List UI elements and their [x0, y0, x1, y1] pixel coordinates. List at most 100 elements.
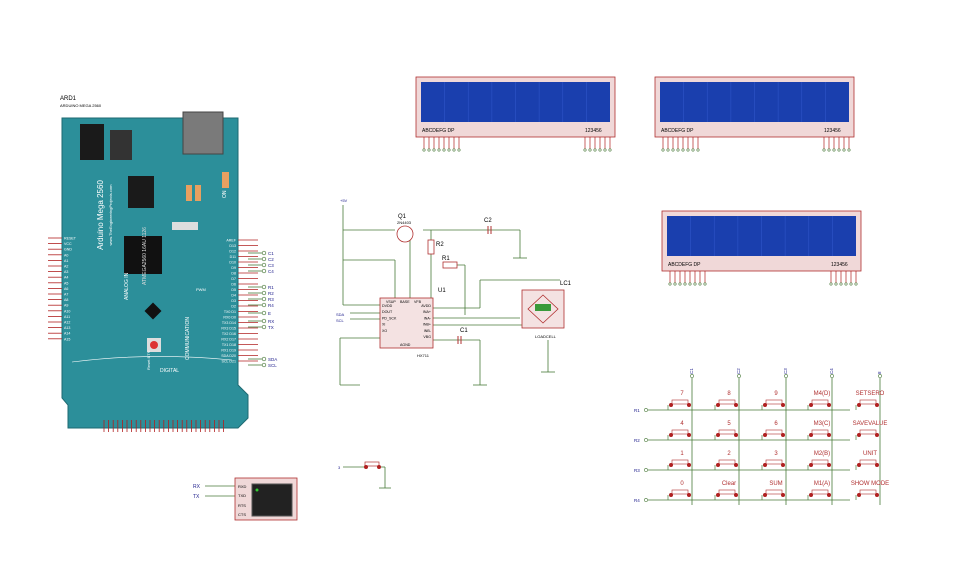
key-contact: [734, 463, 738, 467]
key-body: [671, 489, 689, 495]
key-body: [718, 399, 736, 405]
digital-label: DIGITAL: [160, 368, 179, 374]
net-terminal: [261, 310, 267, 316]
col-terminal: [690, 374, 694, 378]
hx711-left-pin: XO: [382, 329, 387, 333]
power-label: +5V: [340, 198, 348, 203]
r1-ref: R1: [442, 256, 450, 262]
arduino-left-pin-label: A13: [64, 326, 70, 330]
arduino-net-label: C1: [268, 251, 274, 256]
push-switch[interactable]: 3: [338, 461, 391, 489]
keypad-row-label: R1: [634, 408, 640, 413]
arduino-left-pin-label: A8: [64, 298, 68, 302]
lcd-digit-terminal: [603, 148, 607, 152]
lcd-pin-terminal: [661, 148, 665, 152]
keypad-key[interactable]: 3: [761, 451, 785, 470]
lcd-digit-label: 123456: [831, 262, 848, 268]
keypad-key[interactable]: SUM: [761, 481, 785, 500]
keypad-key[interactable]: Clear: [714, 481, 738, 500]
key-label: 4: [680, 421, 684, 427]
arduino-net-label: E: [268, 311, 271, 316]
arduino-net-label: C4: [268, 269, 274, 274]
keypad-key[interactable]: UNIT: [855, 451, 879, 470]
keypad-key[interactable]: SHOW MODE: [851, 481, 889, 500]
lcd-digit-terminal: [842, 148, 846, 152]
key-label: M4(D): [814, 391, 831, 397]
keypad-key[interactable]: 7: [667, 391, 691, 410]
key-contact: [669, 493, 673, 497]
keypad-key[interactable]: 1: [667, 451, 691, 470]
virtual-terminal[interactable]: RX TX RXD TXD RTS CTS: [193, 477, 298, 521]
col-terminal: [878, 374, 882, 378]
lcd-digit-terminal: [822, 148, 826, 152]
key-contact: [809, 433, 813, 437]
key-body: [765, 429, 783, 435]
keypad-key[interactable]: SETSERO: [855, 391, 885, 410]
row-terminal: [644, 498, 648, 502]
key-body: [859, 489, 877, 495]
keypad-row-label: R3: [634, 468, 640, 473]
arduino-left-pin-label: A6: [64, 287, 68, 291]
lcd-pin-terminal: [681, 148, 685, 152]
row-terminal: [644, 438, 648, 442]
keypad-key[interactable]: SAVEVALUE: [853, 421, 888, 440]
keypad-key[interactable]: M3(C): [807, 421, 831, 440]
row-terminal: [644, 468, 648, 472]
hx711-right-pin: VBG: [423, 335, 431, 339]
keypad-key[interactable]: 5: [714, 421, 738, 440]
keypad-key[interactable]: 6: [761, 421, 785, 440]
hx711-right-pin: AVDD: [421, 304, 431, 308]
keypad-key[interactable]: 9: [761, 391, 785, 410]
key-contact: [716, 493, 720, 497]
key-contact: [827, 403, 831, 407]
keypad-key[interactable]: M4(D): [807, 391, 831, 410]
lcd-digit-terminal: [834, 282, 838, 286]
reset-button-cap: [150, 341, 158, 349]
key-body: [811, 399, 829, 405]
keypad-key[interactable]: 2: [714, 451, 738, 470]
arduino-net-label: R4: [268, 303, 274, 308]
keypad-key[interactable]: 8: [714, 391, 738, 410]
net-terminal: [261, 356, 267, 362]
lcd-digit-terminal: [832, 148, 836, 152]
arduino-left-pin-label: A12: [64, 321, 70, 325]
key-body: [765, 489, 783, 495]
key-label: M2(B): [814, 451, 830, 457]
arduino-right-pin-label: RX0 D0: [223, 316, 236, 320]
key-label: 1: [680, 451, 684, 457]
resistor-smd-2: [195, 185, 201, 201]
keypad-key[interactable]: 0: [667, 481, 691, 500]
hx711-bottom-pin: AGND: [400, 343, 411, 347]
arduino-left-pin-label: A15: [64, 337, 70, 341]
keypad-key[interactable]: 4: [667, 421, 691, 440]
arduino-right-pin-label: D9: [231, 266, 236, 270]
arduino-left-pin-label: A14: [64, 332, 70, 336]
lcd-pin-terminal: [686, 148, 690, 152]
keypad-row-label: R4: [634, 498, 640, 503]
key-label: 2: [727, 451, 731, 457]
led-on: [222, 172, 229, 188]
digital-line: [71, 356, 233, 363]
hx711-chip: [379, 297, 434, 349]
key-contact: [669, 463, 673, 467]
key-contact: [734, 433, 738, 437]
pwm-label: PWM: [196, 287, 206, 292]
lcd-digit-terminal: [844, 282, 848, 286]
key-body: [811, 459, 829, 465]
keypad-key[interactable]: M2(B): [807, 451, 831, 470]
arduino-mega[interactable]: ARD1 ARDUINO MEGA 2560 ATMEGA2560 16AU 1…: [48, 96, 277, 432]
keypad-col-label: C2: [736, 368, 741, 374]
keypad-key[interactable]: M1(A): [807, 481, 831, 500]
lcd-pin-terminal: [683, 282, 687, 286]
key-label: SETSERO: [856, 391, 885, 397]
key-body: [718, 489, 736, 495]
lcd-digit-terminal: [837, 148, 841, 152]
arduino-left-pin-label: A11: [64, 315, 70, 319]
arduino-left-pin-label: A2: [64, 265, 68, 269]
lcd-digit-terminal: [598, 148, 602, 152]
usb-chip: [128, 176, 154, 208]
arduino-left-pin-label: A3: [64, 270, 68, 274]
usb-connector: [182, 111, 224, 155]
